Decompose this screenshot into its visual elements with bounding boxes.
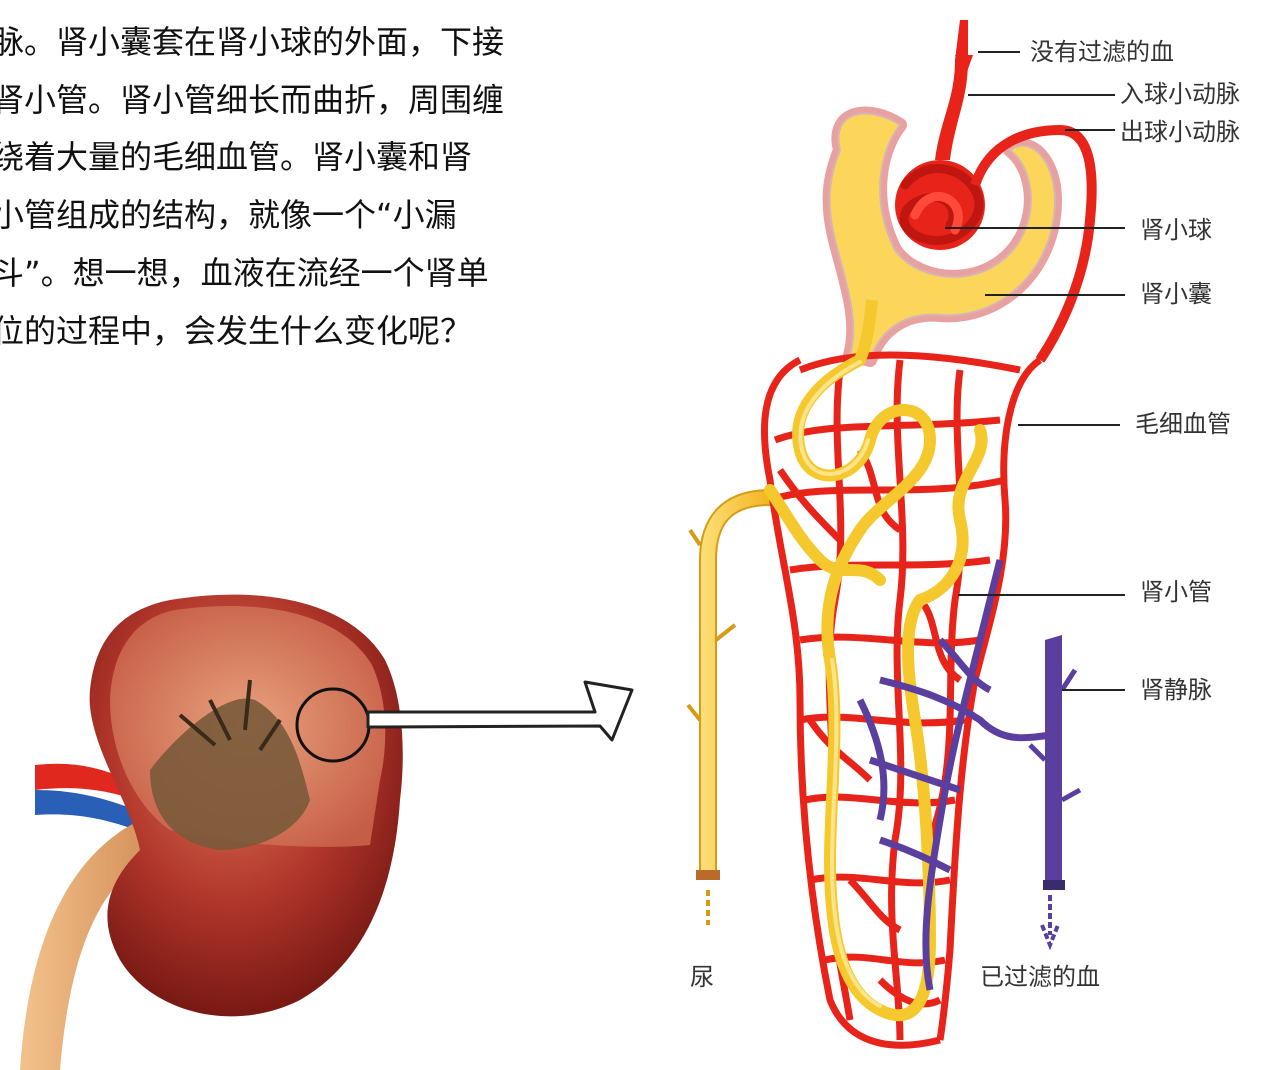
label-efferent-arteriole: 出球小动脉	[1120, 118, 1240, 146]
renal-vein	[1045, 635, 1062, 888]
label-renal-vein: 肾静脉	[1140, 676, 1212, 704]
filtered-blood-arrow	[1042, 895, 1058, 945]
pointer-arrow	[368, 682, 632, 740]
label-glomerulus: 肾小球	[1140, 216, 1212, 244]
label-capillaries: 毛细血管	[1135, 410, 1231, 438]
nephron-illustration	[688, 20, 1092, 1045]
collecting-duct	[700, 490, 770, 875]
kidney-illustration	[20, 595, 403, 1070]
label-filtered-blood: 已过滤的血	[980, 963, 1100, 991]
label-unfiltered-blood: 没有过滤的血	[1030, 38, 1174, 66]
label-bowmans-capsule: 肾小囊	[1140, 280, 1212, 308]
label-urine: 尿	[690, 963, 714, 991]
glomerulus	[895, 160, 985, 250]
label-renal-tubule: 肾小管	[1140, 578, 1212, 606]
label-afferent-arteriole: 入球小动脉	[1120, 80, 1240, 108]
afferent-arteriole	[935, 20, 968, 160]
